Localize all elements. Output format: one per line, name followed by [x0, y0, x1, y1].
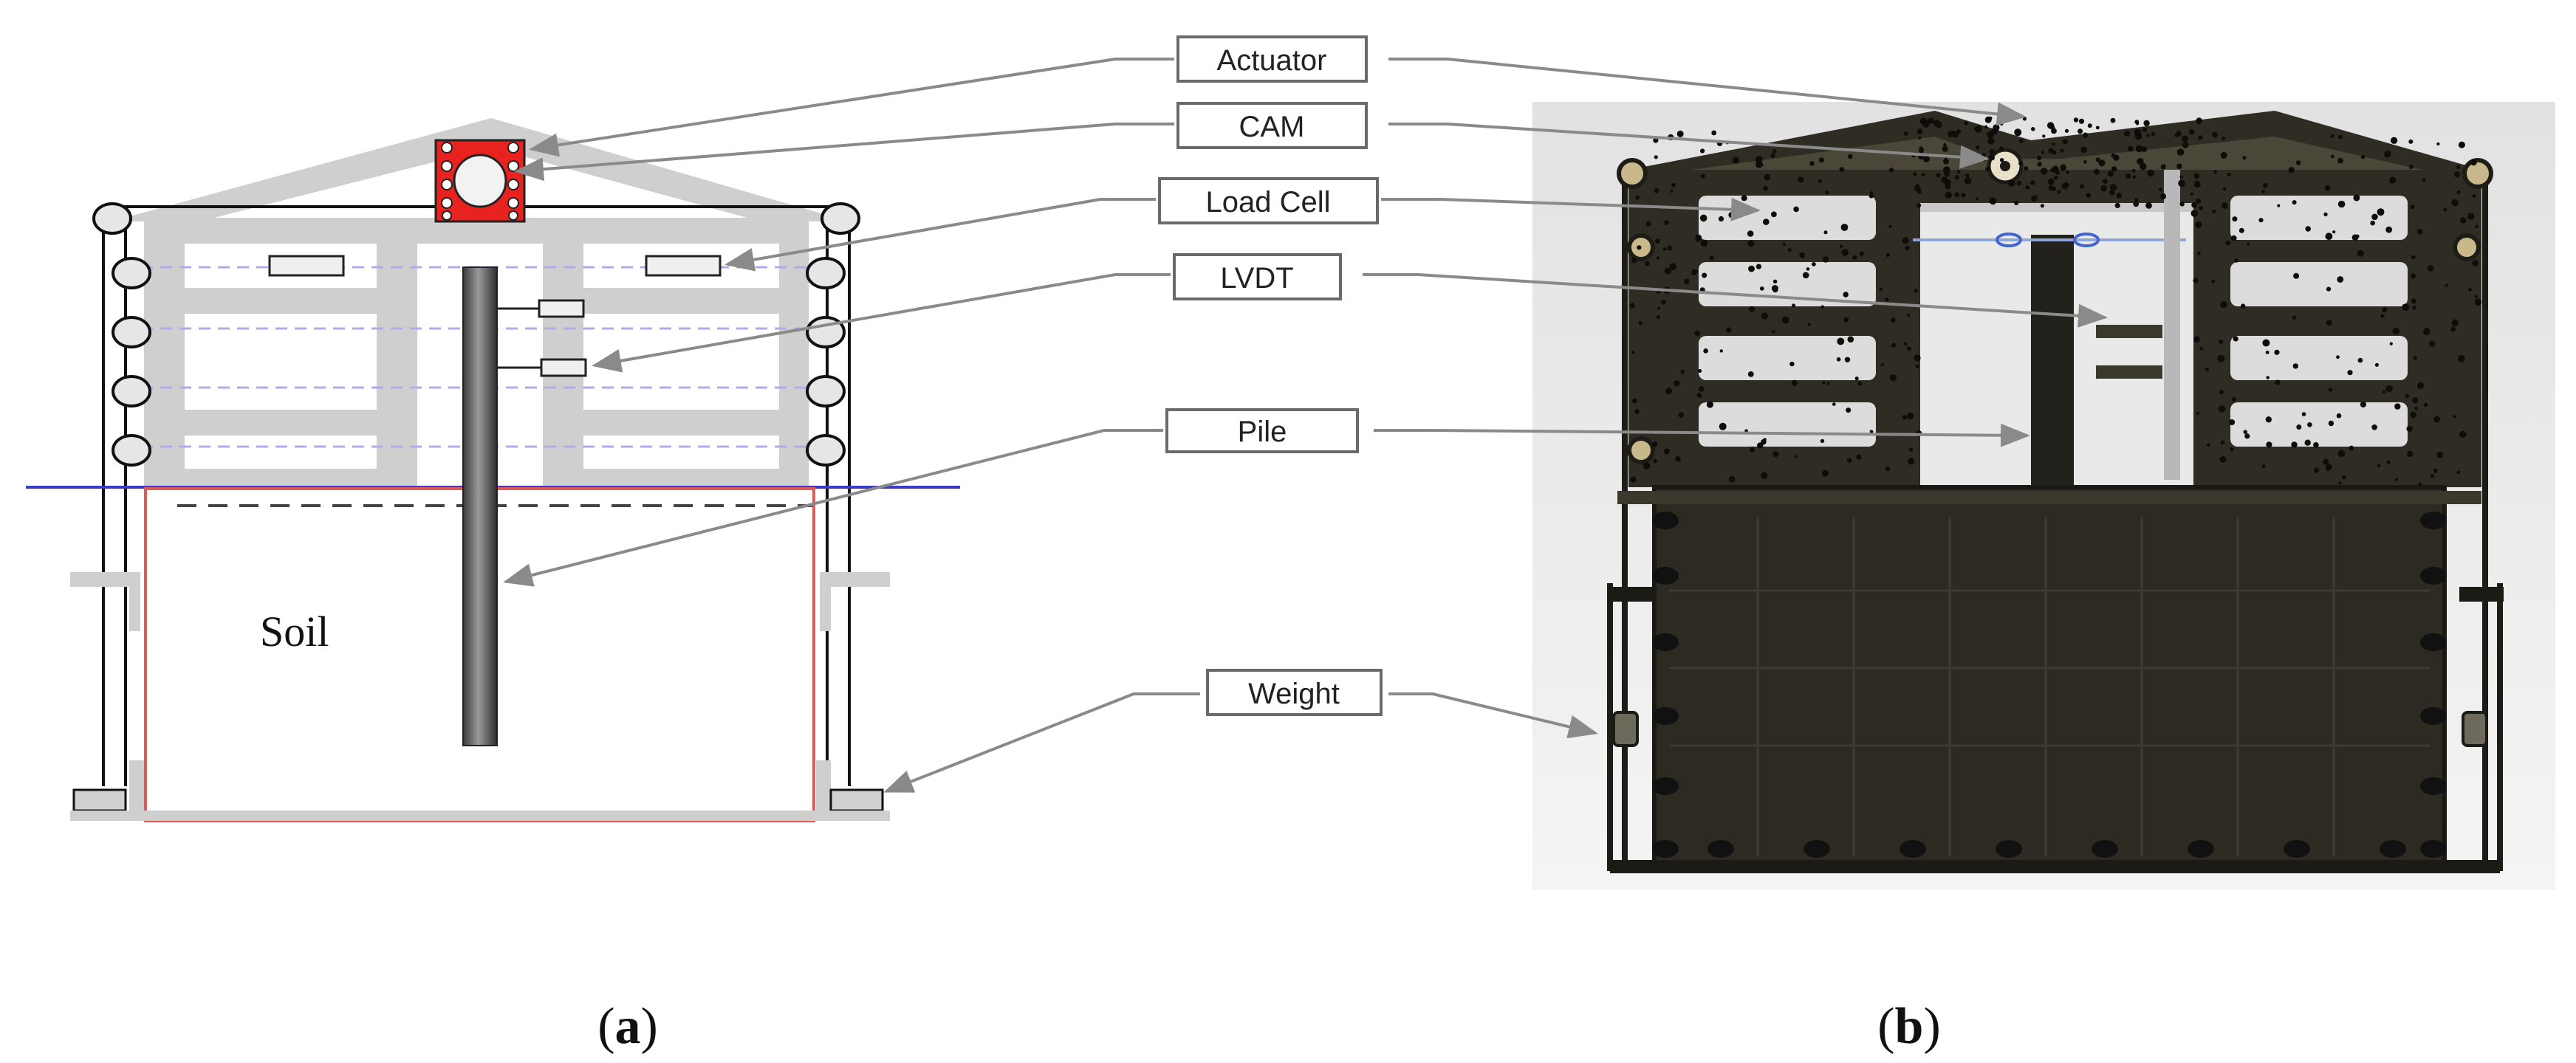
label-weight-text: Weight — [1248, 678, 1340, 710]
arrow-load-cell-b — [1381, 197, 1761, 221]
label-cam: CAM — [1176, 102, 1368, 149]
arrow-weight-a — [883, 692, 1200, 793]
model-weight-left — [1612, 711, 1639, 747]
arrow-actuator-b — [1388, 58, 2027, 126]
weight-left — [72, 788, 127, 812]
label-load-cell: Load Cell — [1158, 177, 1379, 224]
caption-b-letter: b — [1895, 998, 1924, 1055]
label-actuator-text: Actuator — [1217, 44, 1327, 77]
model-panel-b — [1532, 102, 2555, 890]
arrow-lvdt-b — [1363, 273, 2108, 328]
label-weight: Weight — [1206, 669, 1383, 716]
label-pile: Pile — [1165, 408, 1359, 453]
label-cam-text: CAM — [1239, 111, 1305, 143]
arrow-lvdt-a — [592, 273, 1171, 373]
arrow-pile-a — [503, 429, 1163, 587]
arrow-cam-b — [1388, 123, 1990, 169]
label-pile-text: Pile — [1238, 416, 1287, 448]
caption-b: (b) — [1877, 998, 1941, 1055]
lvdt-lower — [540, 358, 587, 377]
arrow-actuator-a — [529, 58, 1174, 157]
weight-right — [829, 788, 884, 812]
arrow-weight-b — [1388, 692, 1598, 739]
arrow-cam-a — [514, 123, 1174, 182]
model-soil-tank — [1652, 485, 2447, 873]
cam-disc — [453, 154, 507, 208]
soil-label: Soil — [260, 608, 329, 656]
caption-a: (a) — [597, 998, 658, 1055]
label-actuator: Actuator — [1176, 35, 1368, 83]
model-pile — [2031, 235, 2074, 486]
label-load-cell-text: Load Cell — [1205, 186, 1330, 219]
label-lvdt: LVDT — [1173, 253, 1342, 300]
pile-rod — [462, 266, 498, 746]
arrow-pile-b — [1374, 423, 2030, 447]
model-weight-right — [2462, 711, 2488, 747]
schematic-panel-a: Soil — [26, 118, 960, 822]
caption-a-letter: a — [615, 998, 641, 1055]
lvdt-upper — [538, 299, 585, 318]
load-cell-right — [645, 255, 722, 277]
load-cell-left — [268, 255, 345, 277]
label-lvdt-text: LVDT — [1220, 262, 1293, 295]
arrow-load-cell-a — [724, 198, 1156, 272]
